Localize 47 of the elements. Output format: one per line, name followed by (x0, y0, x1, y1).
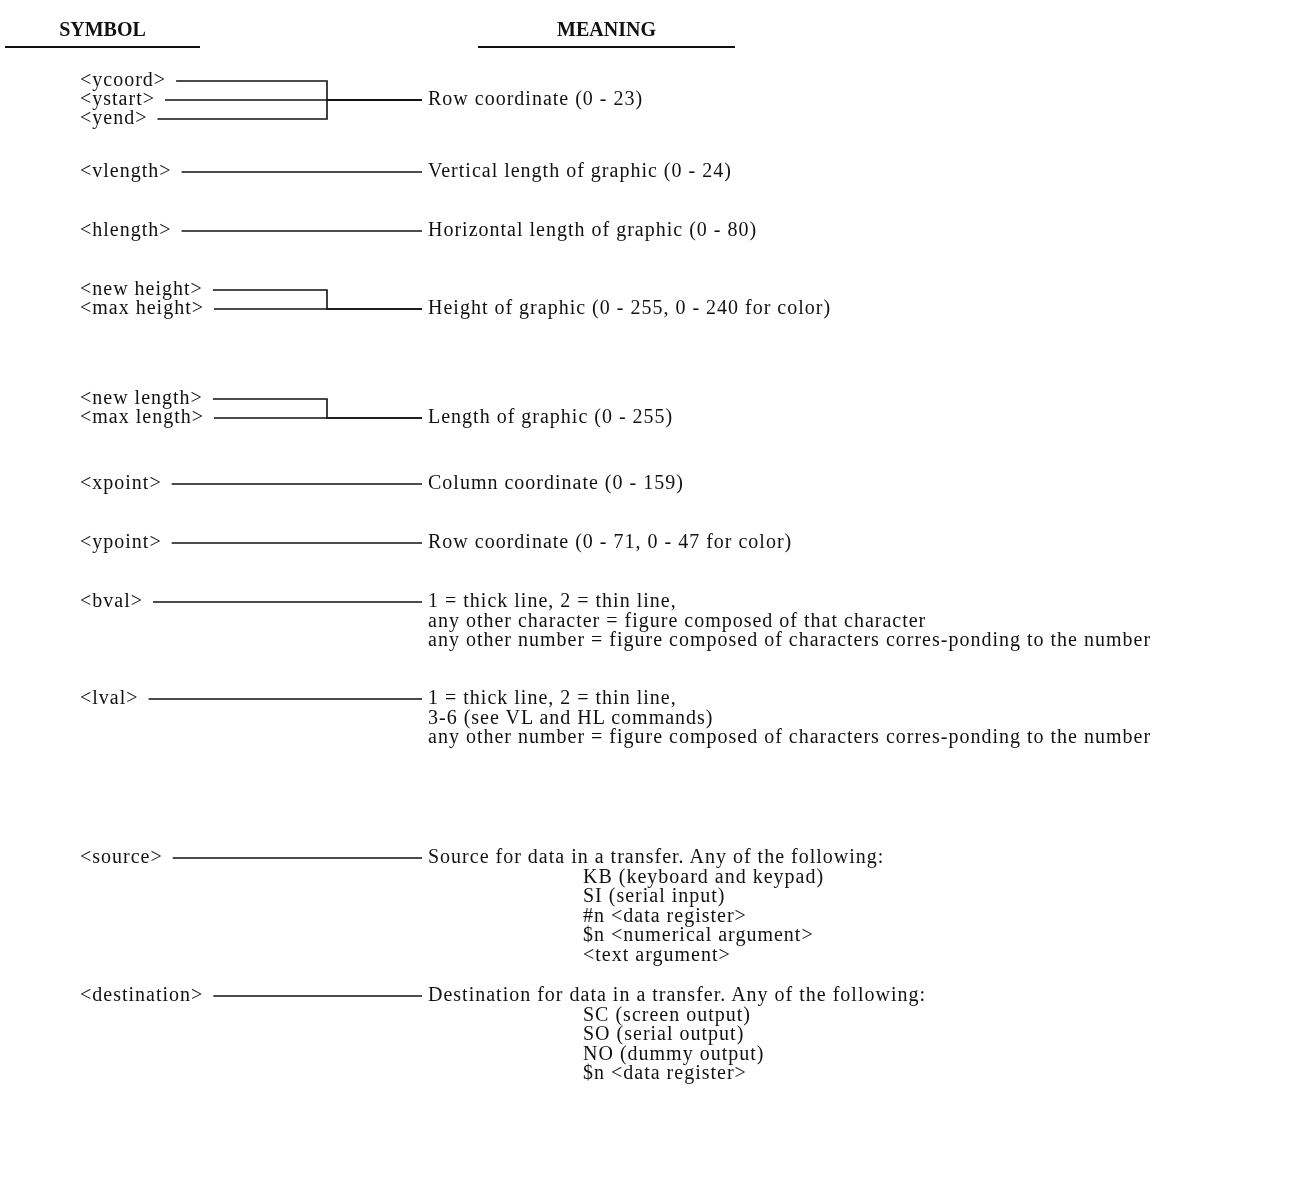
meaning-text: #n <data register> (583, 905, 748, 925)
meaning-text: SO (serial output) (583, 1024, 745, 1044)
symbol-text: <bval> (80, 591, 143, 611)
column-heading: SYMBOL (5, 20, 200, 48)
column-heading: MEANING (478, 20, 735, 48)
symbol-text: <source> (80, 847, 163, 867)
leader-line (213, 417, 423, 419)
meaning-text: Destination for data in a transfer. Any of the following: (428, 985, 926, 1005)
meaning-text: <text argument> (583, 944, 731, 964)
meaning-text: Height of graphic (0 - 255, 0 - 240 for color) (428, 298, 832, 318)
symbol-text: <ycoord> (80, 70, 167, 90)
meaning-text: 3-6 (see VL and HL commands) (428, 707, 714, 727)
meaning-text: Source for data in a transfer. Any of the following: (428, 847, 885, 867)
meaning-text: $n <data register> (583, 1063, 747, 1083)
leader-line (180, 171, 423, 173)
meaning-text: any other character = figure composed of that character (428, 610, 928, 630)
meaning-text: Horizontal length of graphic (0 - 80) (428, 220, 758, 240)
leader-line (213, 308, 423, 310)
meaning-text: Column coordinate (0 - 159) (428, 473, 684, 493)
leader-line (170, 542, 423, 544)
symbol-text: <new height> (80, 279, 203, 299)
meaning-text: Vertical length of graphic (0 - 24) (428, 161, 732, 181)
symbol-text: <xpoint> (80, 473, 162, 493)
symbol-text: <new length> (80, 388, 203, 408)
symbol-text: <hlength> (80, 220, 172, 240)
meaning-text: Length of graphic (0 - 255) (428, 407, 674, 427)
leader-line (171, 857, 423, 859)
meaning-text: 1 = thick line, 2 = thin line, (428, 688, 678, 708)
meaning-text: KB (keyboard and keypad) (583, 866, 825, 886)
meaning-text: 1 = thick line, 2 = thin line, (428, 591, 678, 611)
leader-line (212, 995, 423, 997)
meaning-text: NO (dummy output) (583, 1043, 766, 1063)
leader-line (147, 698, 423, 700)
meaning-text: $n <numerical argument> (583, 925, 815, 945)
symbol-text: <vlength> (80, 161, 172, 181)
meaning-text: SI (serial input) (583, 886, 726, 906)
leader-line (180, 230, 423, 232)
symbol-text: <ypoint> (80, 532, 162, 552)
leader-line (156, 99, 423, 120)
meaning-text: Row coordinate (0 - 23) (428, 89, 644, 109)
symbol-text: <destination> (80, 985, 204, 1005)
meaning-text: SC (screen output) (583, 1004, 751, 1024)
leader-line (152, 601, 423, 603)
leader-line (170, 483, 423, 485)
symbol-text: <lval> (80, 688, 139, 708)
meaning-text: Row coordinate (0 - 71, 0 - 47 for color) (428, 532, 793, 552)
meaning-text: any other number = figure composed of characters corres-ponding to the number (428, 727, 1152, 747)
